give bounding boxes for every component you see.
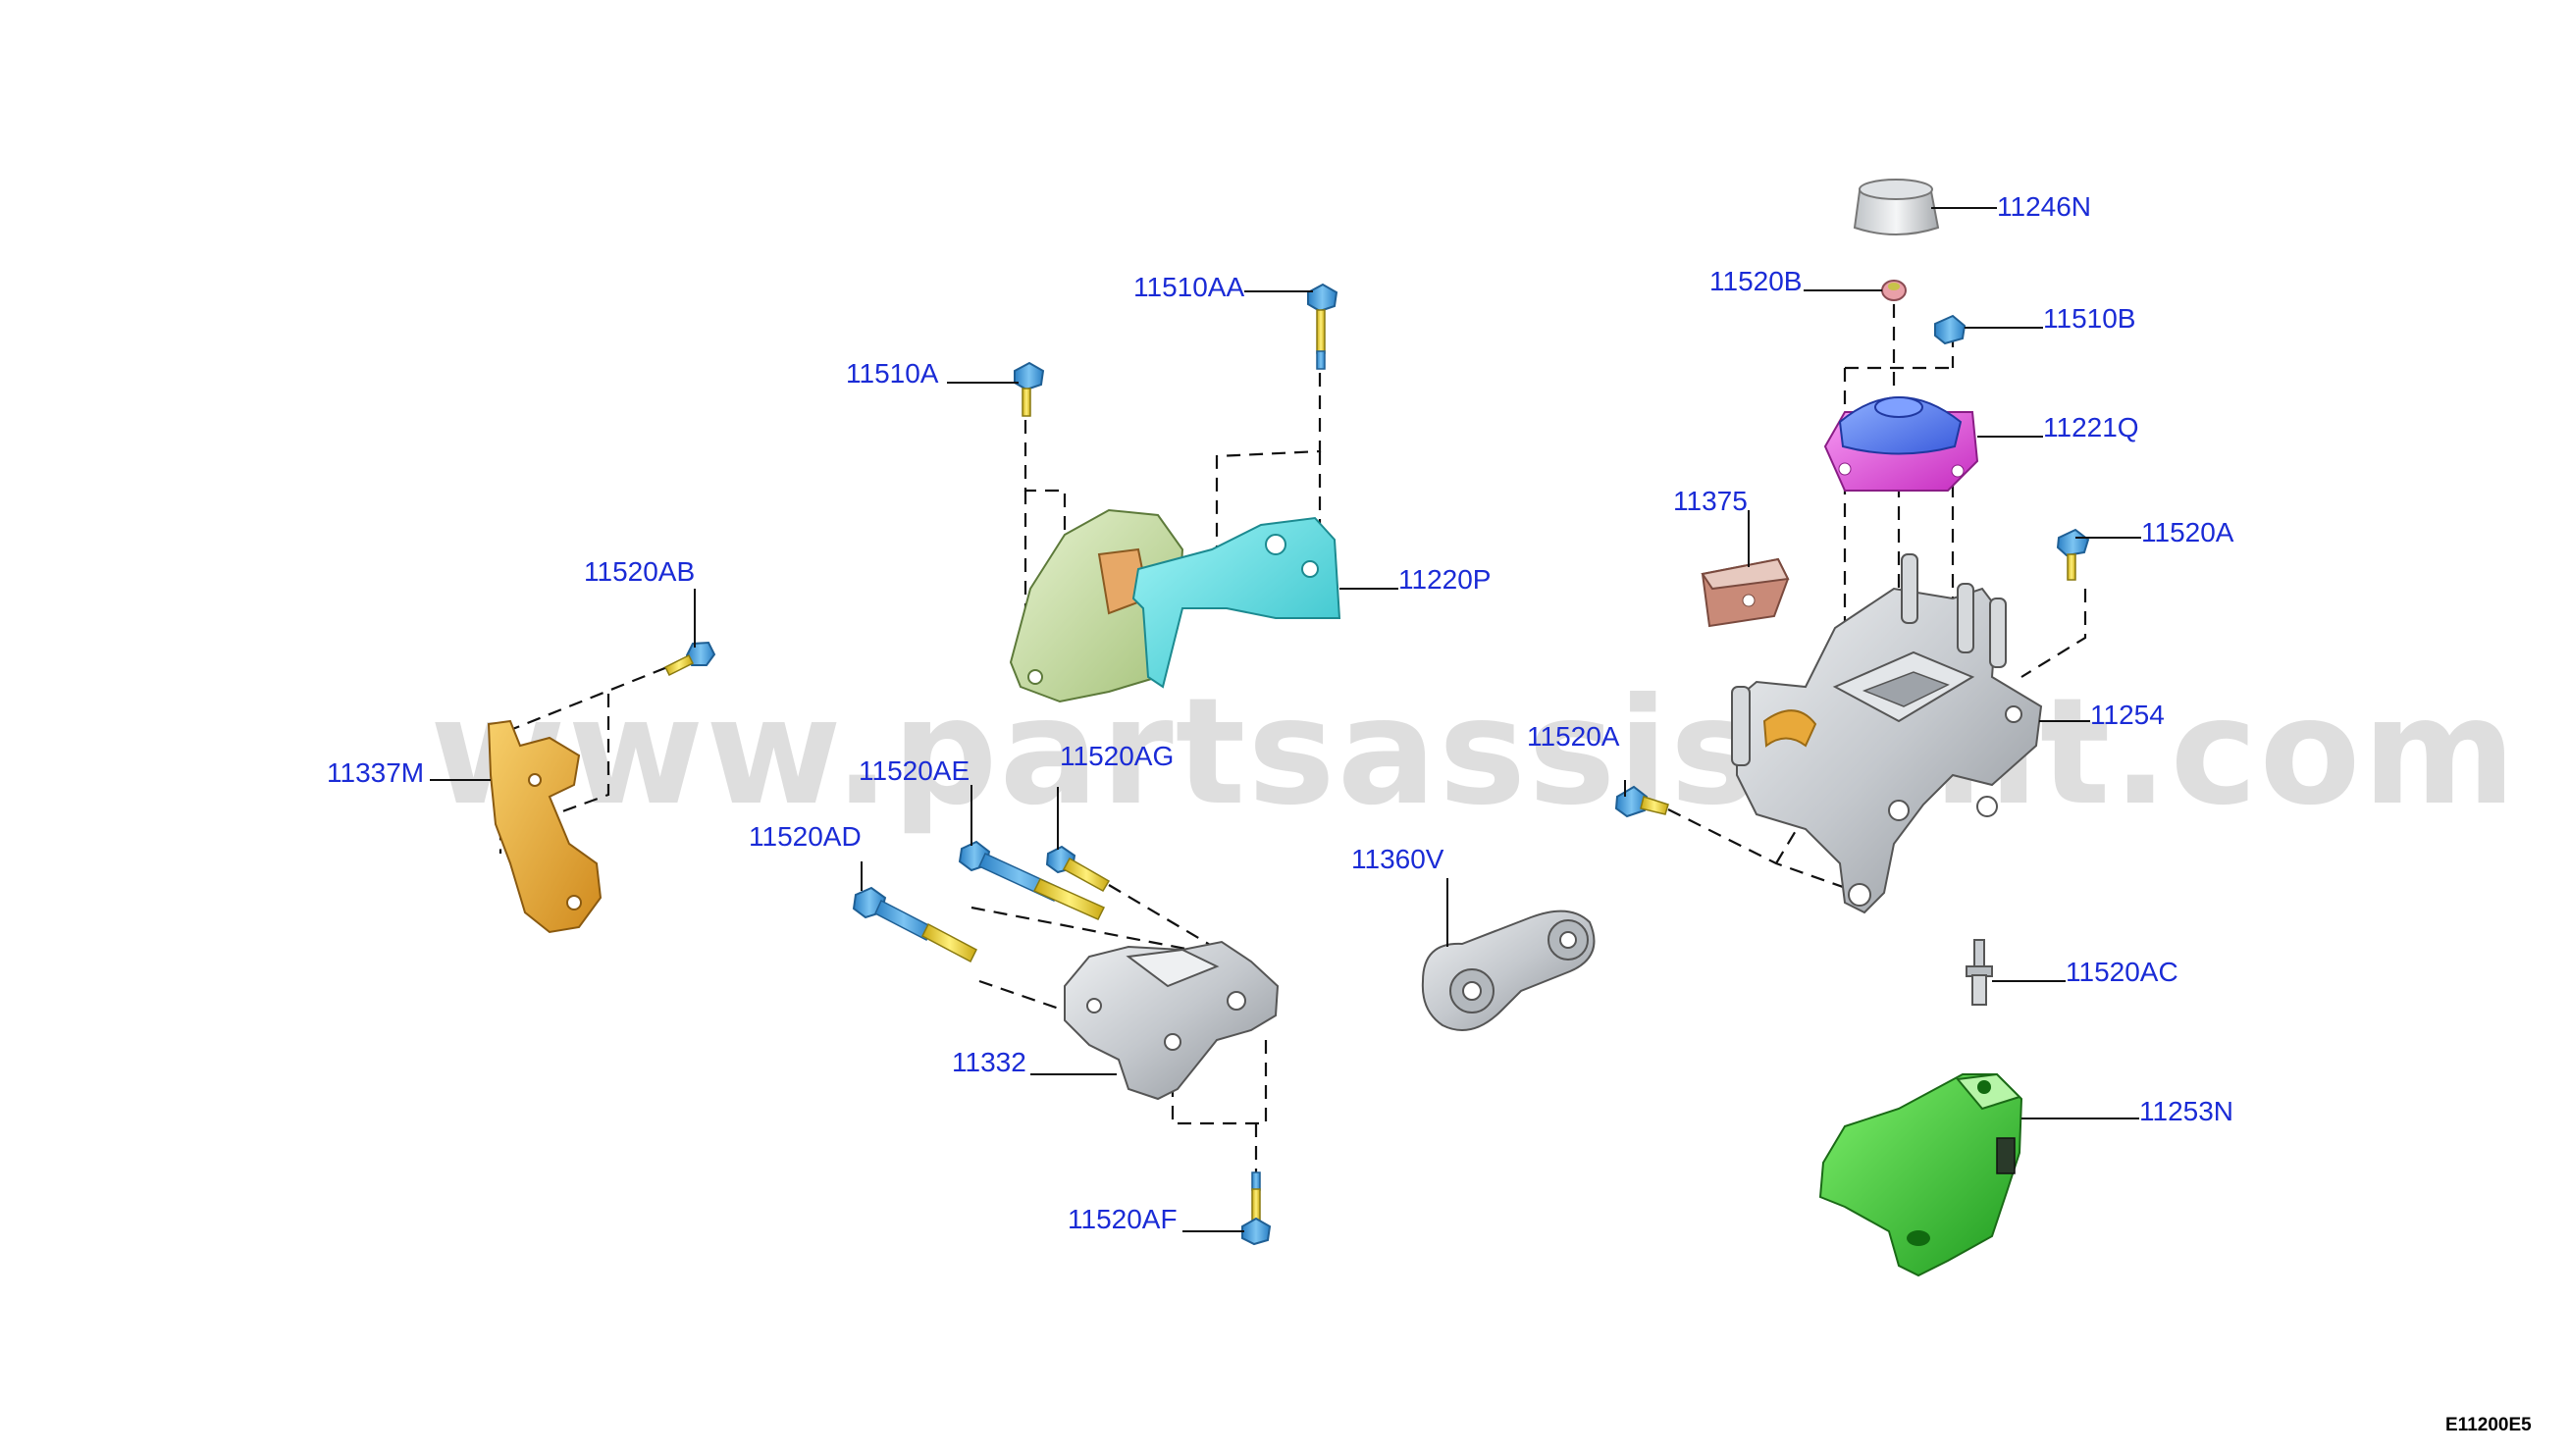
part-11520AG-bolt [1045, 845, 1111, 893]
callout-11520AD: 11520AD [749, 821, 862, 852]
part-11520A-bolt-right [2056, 528, 2090, 581]
part-11520AE-bolt [958, 840, 1106, 920]
diagram-reference-code: E11200E5 [2445, 1415, 2532, 1435]
watermark-text: www.partsassistant.com [430, 667, 2518, 838]
part-11332-bracket [1064, 940, 1280, 1101]
part-11220P-mount [1009, 508, 1341, 703]
callout-11254: 11254 [2090, 700, 2165, 730]
callout-11253N: 11253N [2139, 1096, 2233, 1126]
part-11520AB-bolt [663, 641, 716, 677]
callout-11510AA: 11510AA [1133, 272, 1244, 302]
callout-11520AF: 11520AF [1068, 1204, 1178, 1234]
part-11510B-bolt [1934, 314, 1967, 345]
part-11510A-bolt [1014, 361, 1045, 417]
callout-11246N: 11246N [1997, 191, 2091, 222]
callout-11520AE: 11520AE [859, 755, 970, 786]
part-11520AD-bolt [852, 886, 977, 963]
callout-11520A-right: 11520A [2141, 517, 2234, 547]
part-11246N-cap [1853, 179, 1940, 235]
callout-11520AB: 11520AB [584, 556, 695, 587]
callout-11520A-center: 11520A [1527, 721, 1620, 752]
callout-11220P: 11220P [1398, 564, 1491, 595]
part-11360V-torque-rod [1421, 910, 1596, 1031]
callout-labels: 11246N 11520B 11510B 11221Q 11375 11520A… [327, 191, 2234, 1234]
part-11375-pad [1701, 557, 1790, 628]
callout-11510A: 11510A [846, 358, 939, 389]
callout-11375: 11375 [1673, 486, 1748, 516]
part-11520A-bolt-center [1614, 785, 1669, 818]
part-11253N-bracket [1818, 1072, 2023, 1277]
part-11520AC-stud [1966, 939, 1993, 1006]
callout-11520AC: 11520AC [2066, 957, 2178, 987]
part-11254-bracket [1731, 553, 2043, 914]
part-11337M-bracket [487, 719, 603, 934]
callout-11520B: 11520B [1709, 266, 1802, 296]
callout-11510B: 11510B [2043, 303, 2135, 334]
callout-11332: 11332 [952, 1047, 1026, 1077]
part-11520AF-bolt [1241, 1171, 1272, 1246]
part-11221Q-insulator [1823, 396, 1979, 492]
part-11510AA-bolt [1307, 283, 1338, 370]
callout-11337M: 11337M [327, 757, 424, 788]
part-11520B-nut [1881, 280, 1907, 301]
leader-lines [430, 207, 2141, 1232]
callout-11520AG: 11520AG [1060, 741, 1174, 771]
callout-11360V: 11360V [1351, 844, 1444, 874]
callout-11221Q: 11221Q [2043, 412, 2139, 442]
